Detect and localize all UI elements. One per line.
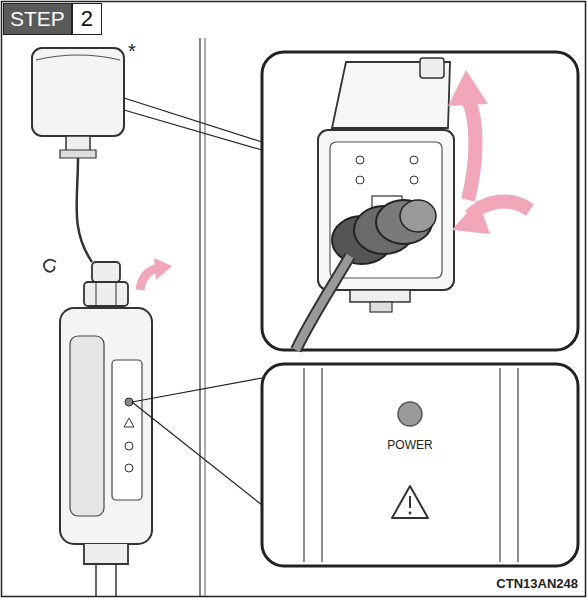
step-word: STEP xyxy=(4,4,71,34)
asterisk-note: * xyxy=(128,40,136,63)
indicator-label: POWER xyxy=(387,438,432,452)
figure-code: CTN13AN248 xyxy=(496,576,578,591)
step-number: 2 xyxy=(71,4,101,34)
step-header: STEP2 xyxy=(3,3,102,35)
